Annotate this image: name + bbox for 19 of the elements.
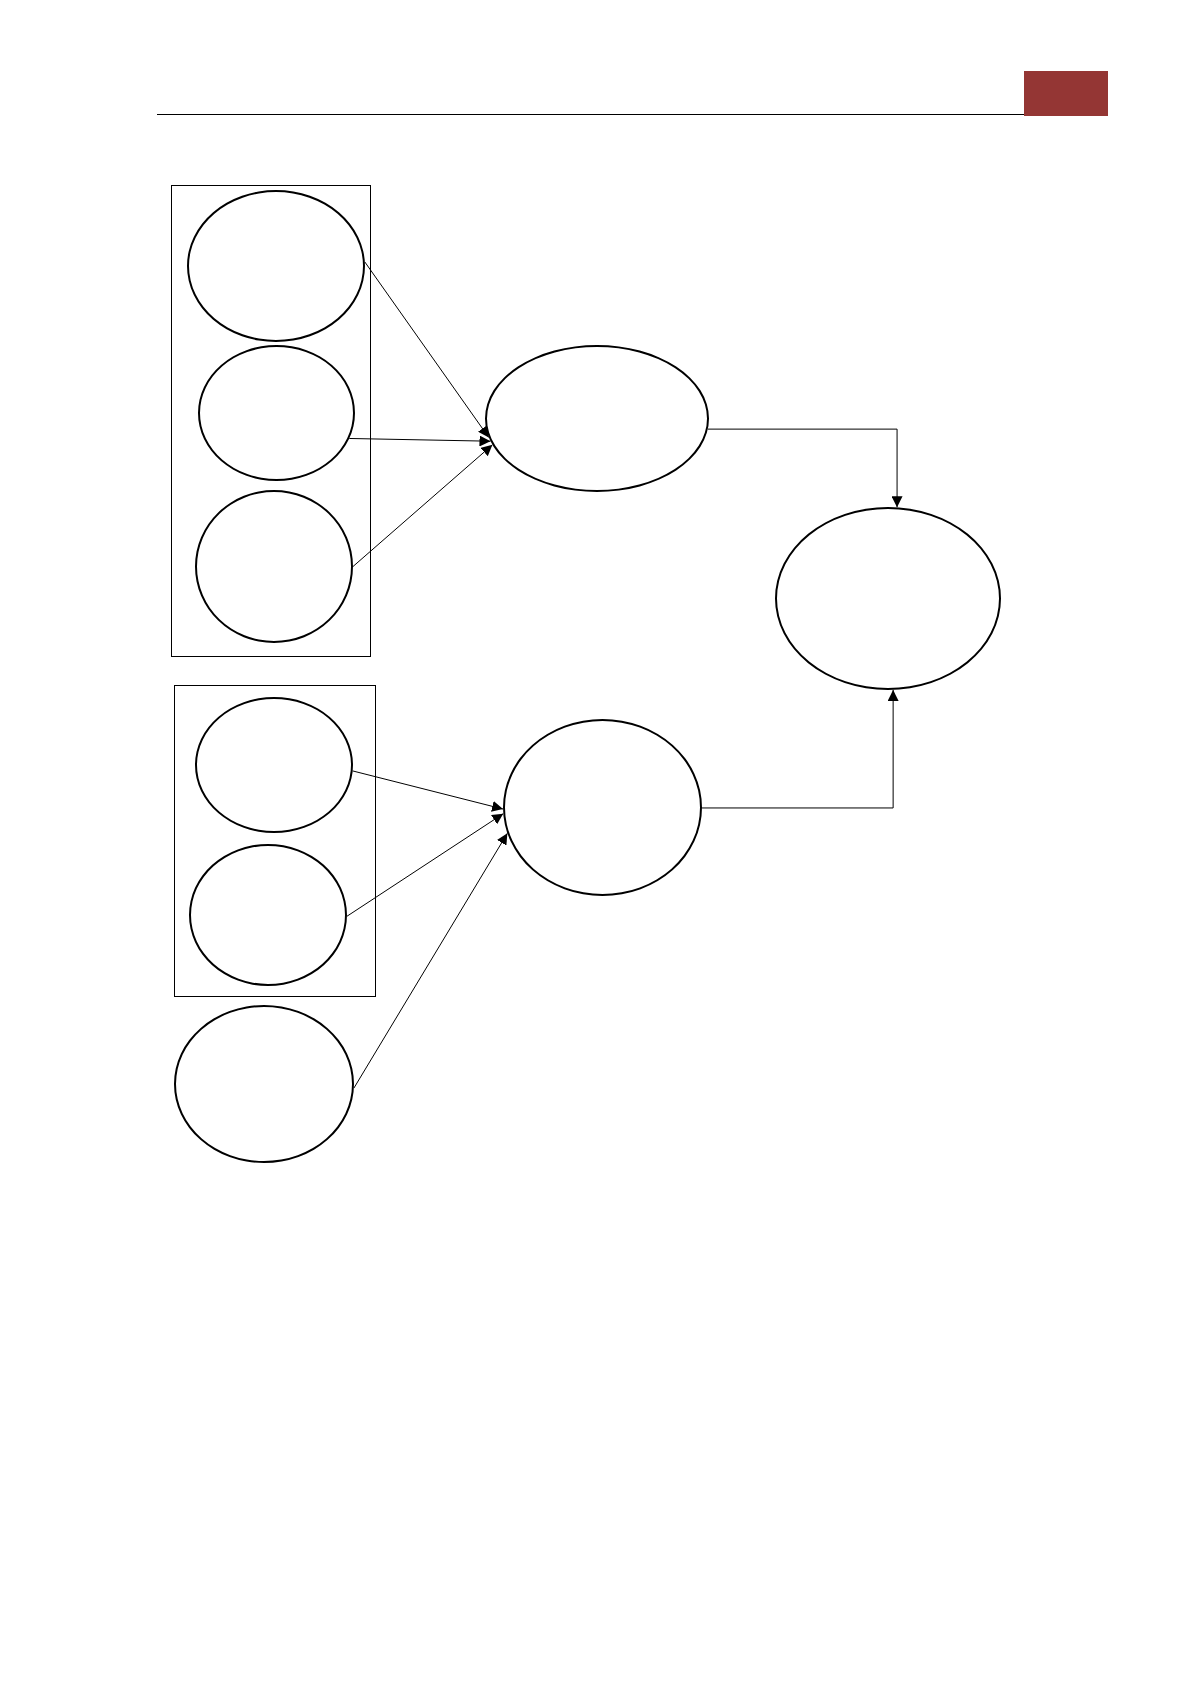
ellipse <box>189 844 347 986</box>
ellipse <box>195 697 353 833</box>
group-frame <box>174 685 376 997</box>
arrow <box>707 428 903 508</box>
ellipse <box>174 1005 354 1163</box>
ellipse <box>198 345 355 481</box>
ellipse <box>195 490 353 643</box>
arrow <box>352 770 504 812</box>
ellipse <box>485 345 709 492</box>
ellipse <box>503 719 702 896</box>
arrow <box>346 813 504 917</box>
arrow <box>348 435 491 447</box>
ellipse <box>187 190 365 342</box>
group-frame <box>171 185 371 657</box>
arrow <box>701 689 899 809</box>
arrow <box>352 444 493 567</box>
arrow <box>364 261 490 438</box>
arrow <box>353 832 508 1089</box>
ellipse <box>775 507 1001 690</box>
